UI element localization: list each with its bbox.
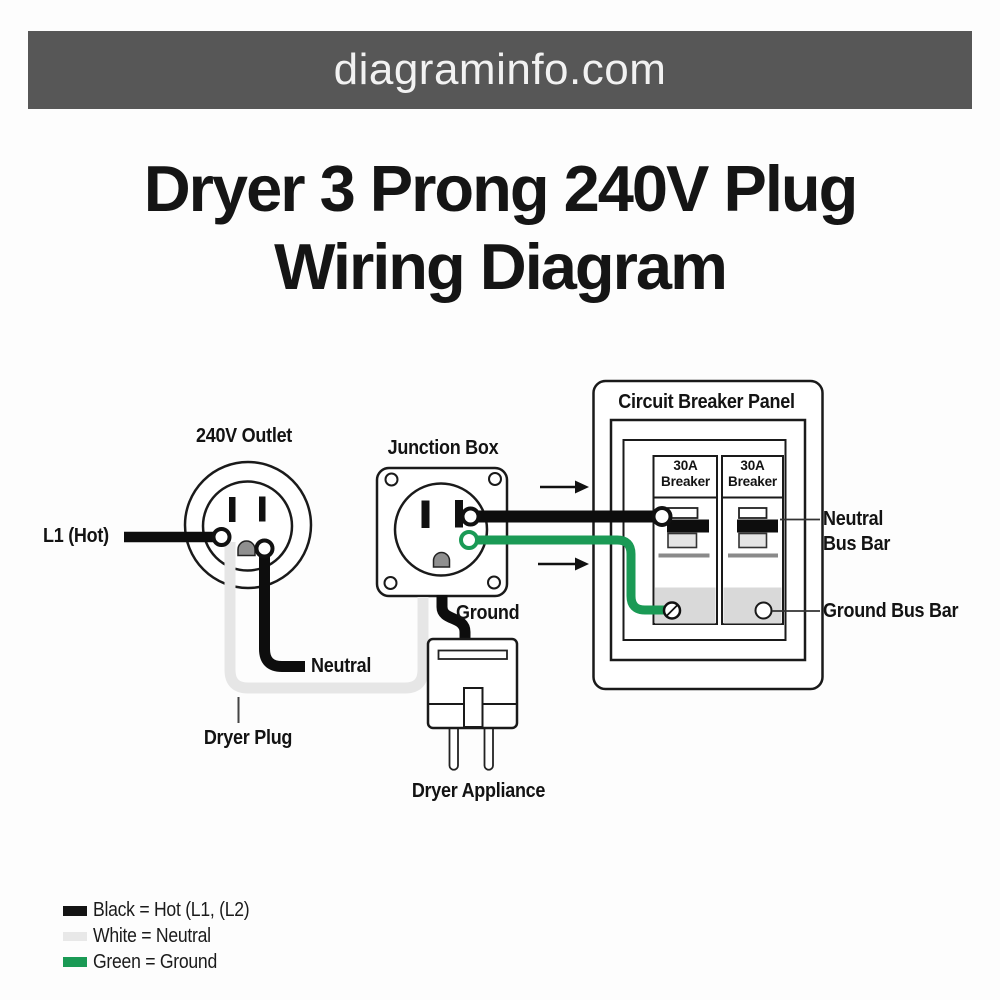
dryer-appliance-graphic xyxy=(426,637,519,771)
appliance-hot-wire xyxy=(436,595,471,641)
plug-prong-right xyxy=(483,719,494,771)
label-neutral: Neutral xyxy=(311,655,372,677)
legend-item-black-hot: Black = Hot (L1, (L2) xyxy=(63,898,271,924)
label-dryer-appliance: Dryer Appliance xyxy=(411,780,546,802)
legend-label: Green = Ground xyxy=(93,950,217,973)
junction-ground-terminal xyxy=(459,530,479,550)
label-ground-bus-bar: Ground Bus Bar xyxy=(823,600,959,622)
breaker-hot-terminal xyxy=(651,506,673,527)
label-breaker-left-30a: 30A Breaker xyxy=(661,458,710,489)
legend-label: White = Neutral xyxy=(93,925,211,948)
label-ground: Ground xyxy=(456,602,520,624)
flow-arrow-top-icon xyxy=(540,480,589,494)
junction-box-graphic xyxy=(375,466,509,598)
outlet-graphic xyxy=(183,460,313,590)
ground-bus-terminal-right xyxy=(754,601,773,620)
breaker-panel-graphic xyxy=(592,379,824,691)
label-circuit-breaker-panel: Circuit Breaker Panel xyxy=(618,391,795,413)
legend: Black = Hot (L1, (L2) White = Neutral Gr… xyxy=(63,898,271,975)
label-neutral-bus-bar: Neutral Bus Bar xyxy=(823,508,891,555)
black-wire-swatch xyxy=(63,906,87,916)
flow-arrow-bottom-icon xyxy=(538,557,589,571)
neutral-pigtail-wire xyxy=(259,553,305,672)
page-title-line1: Dryer 3 Prong 240V Plug xyxy=(143,152,859,225)
screw-icon xyxy=(384,472,399,487)
site-banner: diagraminfo.com xyxy=(28,31,972,109)
outlet-hot-terminal xyxy=(211,527,232,547)
breaker-right-graphic xyxy=(721,455,784,625)
screw-icon xyxy=(488,472,502,486)
plug-prong-left xyxy=(448,719,459,771)
legend-label: Black = Hot (L1, (L2) xyxy=(93,899,250,922)
neutral-wire-white xyxy=(224,542,429,694)
label-dryer-plug: Dryer Plug xyxy=(203,727,293,749)
label-240v-outlet: 240V Outlet xyxy=(195,425,293,447)
label-breaker-right-30a: 30A Breaker xyxy=(728,458,777,489)
site-name: diagraminfo.com xyxy=(333,45,667,94)
screw-icon xyxy=(487,575,501,590)
junction-ground-slot xyxy=(432,551,451,568)
green-wire-swatch xyxy=(63,957,87,967)
white-wire-swatch xyxy=(63,931,87,942)
label-junction-box: Junction Box xyxy=(387,437,499,459)
outlet-neutral-terminal xyxy=(254,538,275,559)
legend-item-white-neutral: White = Neutral xyxy=(63,924,271,950)
outlet-ground-slot xyxy=(237,540,256,557)
page-title-line2: Wiring Diagram xyxy=(274,230,728,303)
label-l1-hot: L1 (Hot) xyxy=(43,525,109,547)
page-title: Dryer 3 Prong 240V Plug Wiring Diagram xyxy=(0,150,1000,306)
ground-wire xyxy=(476,535,665,615)
legend-item-green-ground: Green = Ground xyxy=(63,949,271,975)
ground-bus-terminal-left xyxy=(662,601,682,620)
screw-icon xyxy=(383,576,398,590)
junction-hot-terminal xyxy=(460,506,481,527)
